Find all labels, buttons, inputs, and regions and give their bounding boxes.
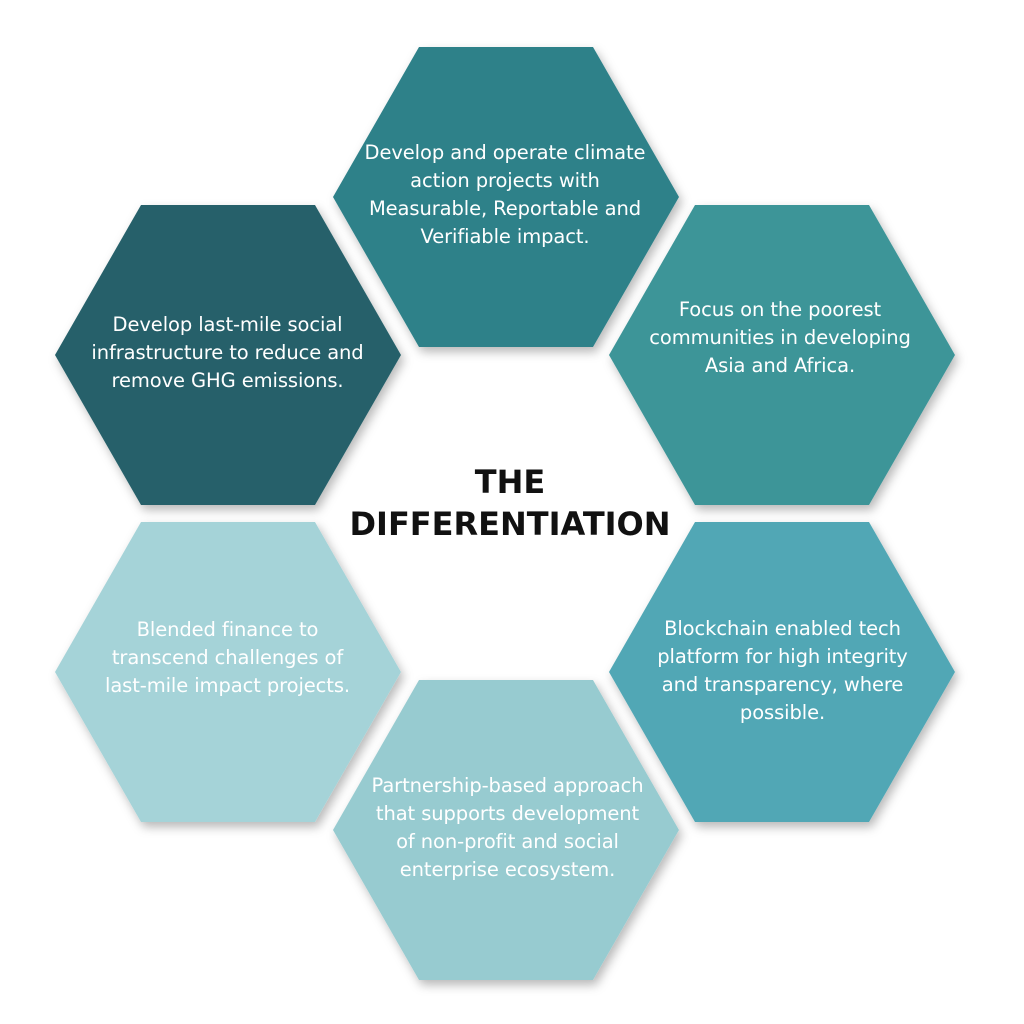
hexagon-top [333,47,679,347]
hexagon-lower-left [55,522,401,822]
hex-text-lower-right: Blockchain enabled tech platform for hig… [657,616,908,724]
hex-text-lower-left: Blended finance to transcend challenges … [105,617,350,697]
hexagon-upper-right [609,205,955,505]
title-line-2: DIFFERENTIATION [349,504,671,543]
hex-text-bottom: Partnership-based approach that supports… [371,773,644,881]
hexagon-lower-right [609,522,955,822]
center-title: THE DIFFERENTIATION [330,455,690,550]
hexagon-bottom [333,680,679,980]
hex-text-top: Develop and operate climate action proje… [364,141,646,248]
hex-text-upper-left: Develop last-mile social infrastructure … [91,312,364,392]
title-line-1: THE [474,462,546,501]
hexagon-upper-left [55,205,401,505]
hex-text-upper-right: Focus on the poorest communities in deve… [649,297,911,377]
